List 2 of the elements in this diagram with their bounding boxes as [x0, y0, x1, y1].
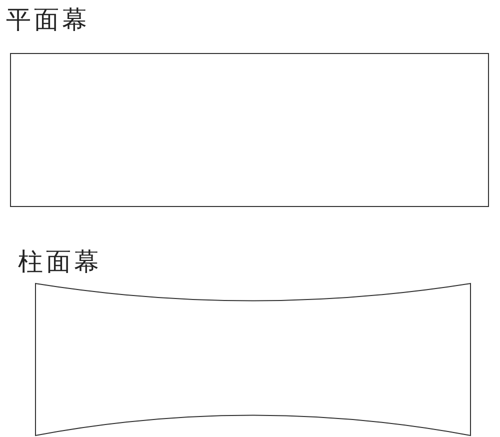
screen-label: 柱面幕 [18, 248, 102, 278]
screen-label: 平面幕 [6, 6, 90, 36]
